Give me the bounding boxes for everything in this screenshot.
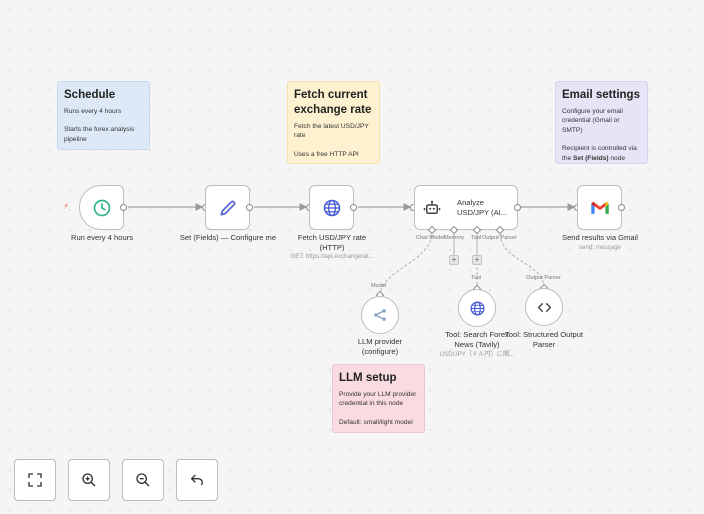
port-label: Tool: [471, 275, 482, 281]
node-subtitle: send: message: [579, 244, 621, 251]
sticky-text: Configure your email credential (Gmail o…: [562, 108, 623, 134]
sticky-text: Fetch the latest USD/JPY rate: [294, 123, 369, 140]
globe-icon: [323, 199, 340, 216]
connection-parser-output[interactable]: [499, 231, 545, 289]
node-label: Tool: Search Forex News (Tavily): [445, 330, 509, 349]
port-label: Memory: [444, 235, 465, 241]
node-label: Tool: Structured Output Parser: [504, 330, 584, 349]
output-handle[interactable]: [350, 204, 357, 211]
node-label: Set (Fields) — Configure me: [179, 233, 277, 242]
port-label: Chat Model: [416, 235, 445, 241]
output-handle[interactable]: [618, 204, 625, 211]
sticky-text: node: [608, 154, 626, 162]
node-label: Analyze USD/JPY (AI...: [457, 197, 508, 217]
output-handle[interactable]: [120, 204, 127, 211]
zoom-in-icon: [82, 473, 96, 487]
pencil-icon: [220, 200, 235, 215]
sticky-text: Starts the forex analysis pipeline: [64, 126, 135, 143]
node-llm-provider[interactable]: [361, 296, 399, 334]
sticky-note-schedule[interactable]: Schedule Runs every 4 hours Starts the f…: [57, 81, 150, 150]
sticky-bold-text: Set (Fields): [573, 154, 609, 162]
node-subtitle: GET: https://api.exchangerat...: [290, 253, 374, 260]
port-label: Output Parser: [526, 275, 561, 281]
node-label: LLM provider (configure): [357, 337, 403, 356]
sticky-text: Runs every 4 hours: [64, 108, 122, 115]
sticky-text: Provide your LLM provider credential in …: [339, 391, 417, 408]
trigger-bolt-icon: ⚡: [63, 201, 70, 211]
node-analyze-agent[interactable]: Analyze USD/JPY (AI...: [414, 185, 518, 230]
fit-view-button[interactable]: [14, 459, 56, 501]
node-subtitle: USD/JPY（ドル円）に関...: [439, 351, 515, 358]
sticky-text: Recipient is controlled via the: [562, 145, 637, 162]
code-icon: [537, 302, 551, 312]
output-handle[interactable]: [246, 204, 253, 211]
node-label: Fetch USD/JPY rate (HTTP): [297, 233, 367, 252]
fullscreen-icon: [28, 473, 42, 487]
connection-llm-chat-model[interactable]: [379, 231, 433, 297]
node-label: Run every 4 hours: [70, 233, 134, 242]
node-fetch-http[interactable]: [309, 185, 354, 230]
node-output-parser[interactable]: [525, 288, 563, 326]
port-label: Tool: [471, 235, 482, 241]
sticky-title: Fetch current exchange rate: [294, 89, 372, 116]
add-tool-button[interactable]: +: [472, 255, 482, 265]
zoom-out-icon: [136, 473, 150, 487]
sticky-note-email[interactable]: Email settings Configure your email cred…: [555, 81, 648, 164]
llm-icon: [374, 309, 386, 321]
sticky-text: Uses a free HTTP API: [294, 150, 359, 158]
robot-icon: [423, 200, 441, 214]
node-gmail[interactable]: [577, 185, 622, 230]
clock-icon: [93, 199, 110, 216]
node-label: Send results via Gmail: [562, 233, 638, 242]
gmail-icon: [590, 201, 609, 214]
zoom-in-button[interactable]: [68, 459, 110, 501]
output-handle[interactable]: [514, 204, 521, 211]
node-set-fields[interactable]: [205, 185, 250, 230]
port-label: Model: [371, 283, 387, 289]
undo-button[interactable]: [176, 459, 218, 501]
port-label: Output Parser: [482, 235, 517, 241]
sticky-title: Email settings: [562, 89, 640, 101]
sticky-title: LLM setup: [339, 372, 397, 384]
zoom-out-button[interactable]: [122, 459, 164, 501]
node-search-tool[interactable]: [458, 289, 496, 327]
sticky-title: Schedule: [64, 89, 116, 101]
sticky-text: Default: small/light model: [339, 418, 413, 426]
add-memory-button[interactable]: +: [449, 255, 459, 265]
node-schedule-trigger[interactable]: [79, 185, 124, 230]
sticky-note-llm[interactable]: LLM setup Provide your LLM provider cred…: [332, 364, 425, 433]
globe-icon: [469, 300, 485, 316]
sticky-note-fetch[interactable]: Fetch current exchange rate Fetch the la…: [287, 81, 380, 164]
undo-icon: [191, 474, 204, 486]
